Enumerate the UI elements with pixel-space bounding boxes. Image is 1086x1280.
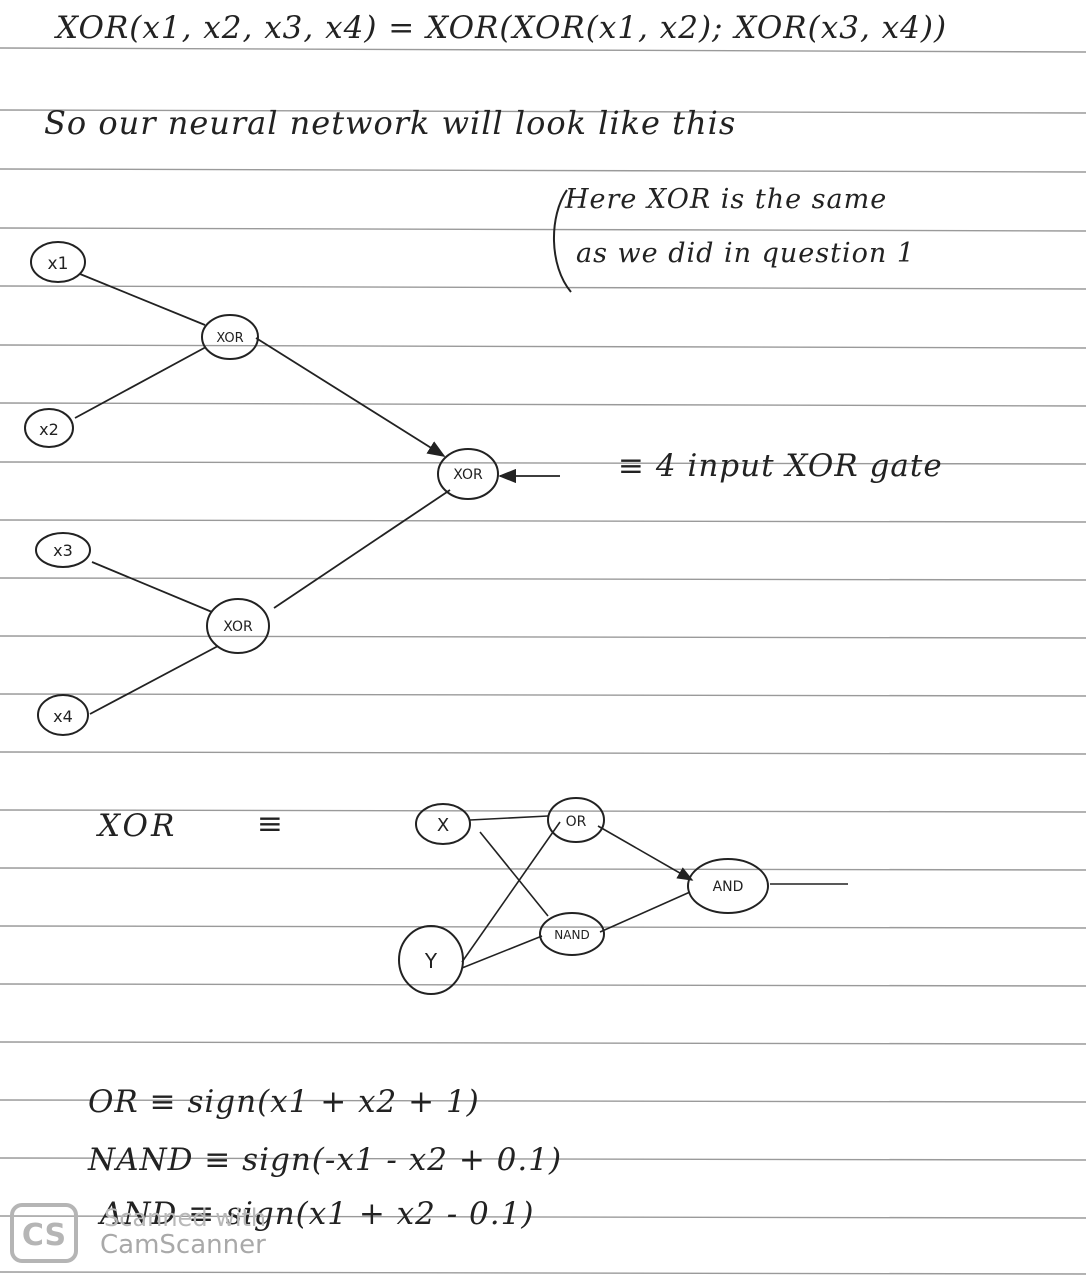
output-node-xor: XOR bbox=[437, 448, 499, 500]
and-equation: AND ≡ sign(x1 + x2 - 0.1) bbox=[100, 1196, 535, 1232]
svg-text:XOR: XOR bbox=[453, 467, 483, 483]
hidden-node-xor-top: XOR bbox=[201, 314, 259, 360]
svg-text:XOR: XOR bbox=[216, 331, 243, 346]
note-bracket bbox=[552, 189, 572, 293]
four-input-xor-gate-label: ≡ 4 input XOR gate bbox=[618, 448, 943, 484]
svg-text:AND: AND bbox=[713, 879, 744, 895]
svg-text:X: X bbox=[437, 815, 449, 836]
xor-subnetwork-edges bbox=[461, 815, 848, 969]
hidden-node-xor-bottom: XOR bbox=[206, 598, 270, 654]
xor-input-node-x: X bbox=[415, 803, 471, 845]
svg-text:x1: x1 bbox=[48, 254, 69, 274]
watermark-camscanner: CamScanner bbox=[100, 1230, 266, 1260]
svg-text:x2: x2 bbox=[39, 420, 59, 439]
svg-text:x3: x3 bbox=[53, 541, 73, 560]
input-node-x4: x4 bbox=[37, 694, 89, 736]
xor-hidden-node-nand: NAND bbox=[539, 912, 605, 956]
xor-hidden-node-or: OR bbox=[547, 797, 605, 843]
camscanner-logo-icon: CS bbox=[10, 1203, 78, 1263]
side-note-line-1: Here XOR is the same bbox=[565, 184, 888, 215]
equivalence-sign: ≡ bbox=[257, 806, 283, 842]
svg-text:x4: x4 bbox=[53, 707, 73, 726]
xor-decomposition-equation: XOR(x1, x2, x3, x4) = XOR(XOR(x1, x2); X… bbox=[56, 10, 948, 46]
network-intro-sentence: So our neural network will look like thi… bbox=[44, 104, 737, 142]
or-equation: OR ≡ sign(x1 + x2 + 1) bbox=[88, 1084, 480, 1120]
svg-text:OR: OR bbox=[566, 814, 587, 830]
svg-text:XOR: XOR bbox=[223, 619, 253, 635]
input-node-x1: x1 bbox=[30, 241, 86, 283]
xor-output-node-and: AND bbox=[687, 858, 769, 914]
svg-text:CS: CS bbox=[22, 1218, 66, 1253]
watermark-scanned-with: Scanned with bbox=[104, 1204, 267, 1232]
input-node-x3: x3 bbox=[35, 532, 91, 568]
camscanner-watermark: CS Scanned with CamScanner bbox=[8, 1200, 308, 1270]
xor-definition-label: XOR bbox=[98, 808, 178, 844]
network-edges bbox=[74, 273, 560, 715]
xor-input-node-y: Y bbox=[398, 925, 464, 995]
svg-text:Y: Y bbox=[424, 949, 438, 973]
svg-text:NAND: NAND bbox=[554, 928, 589, 942]
input-node-x2: x2 bbox=[24, 408, 74, 448]
nand-equation: NAND ≡ sign(-x1 - x2 + 0.1) bbox=[88, 1142, 563, 1178]
side-note-line-2: as we did in question 1 bbox=[576, 238, 915, 269]
